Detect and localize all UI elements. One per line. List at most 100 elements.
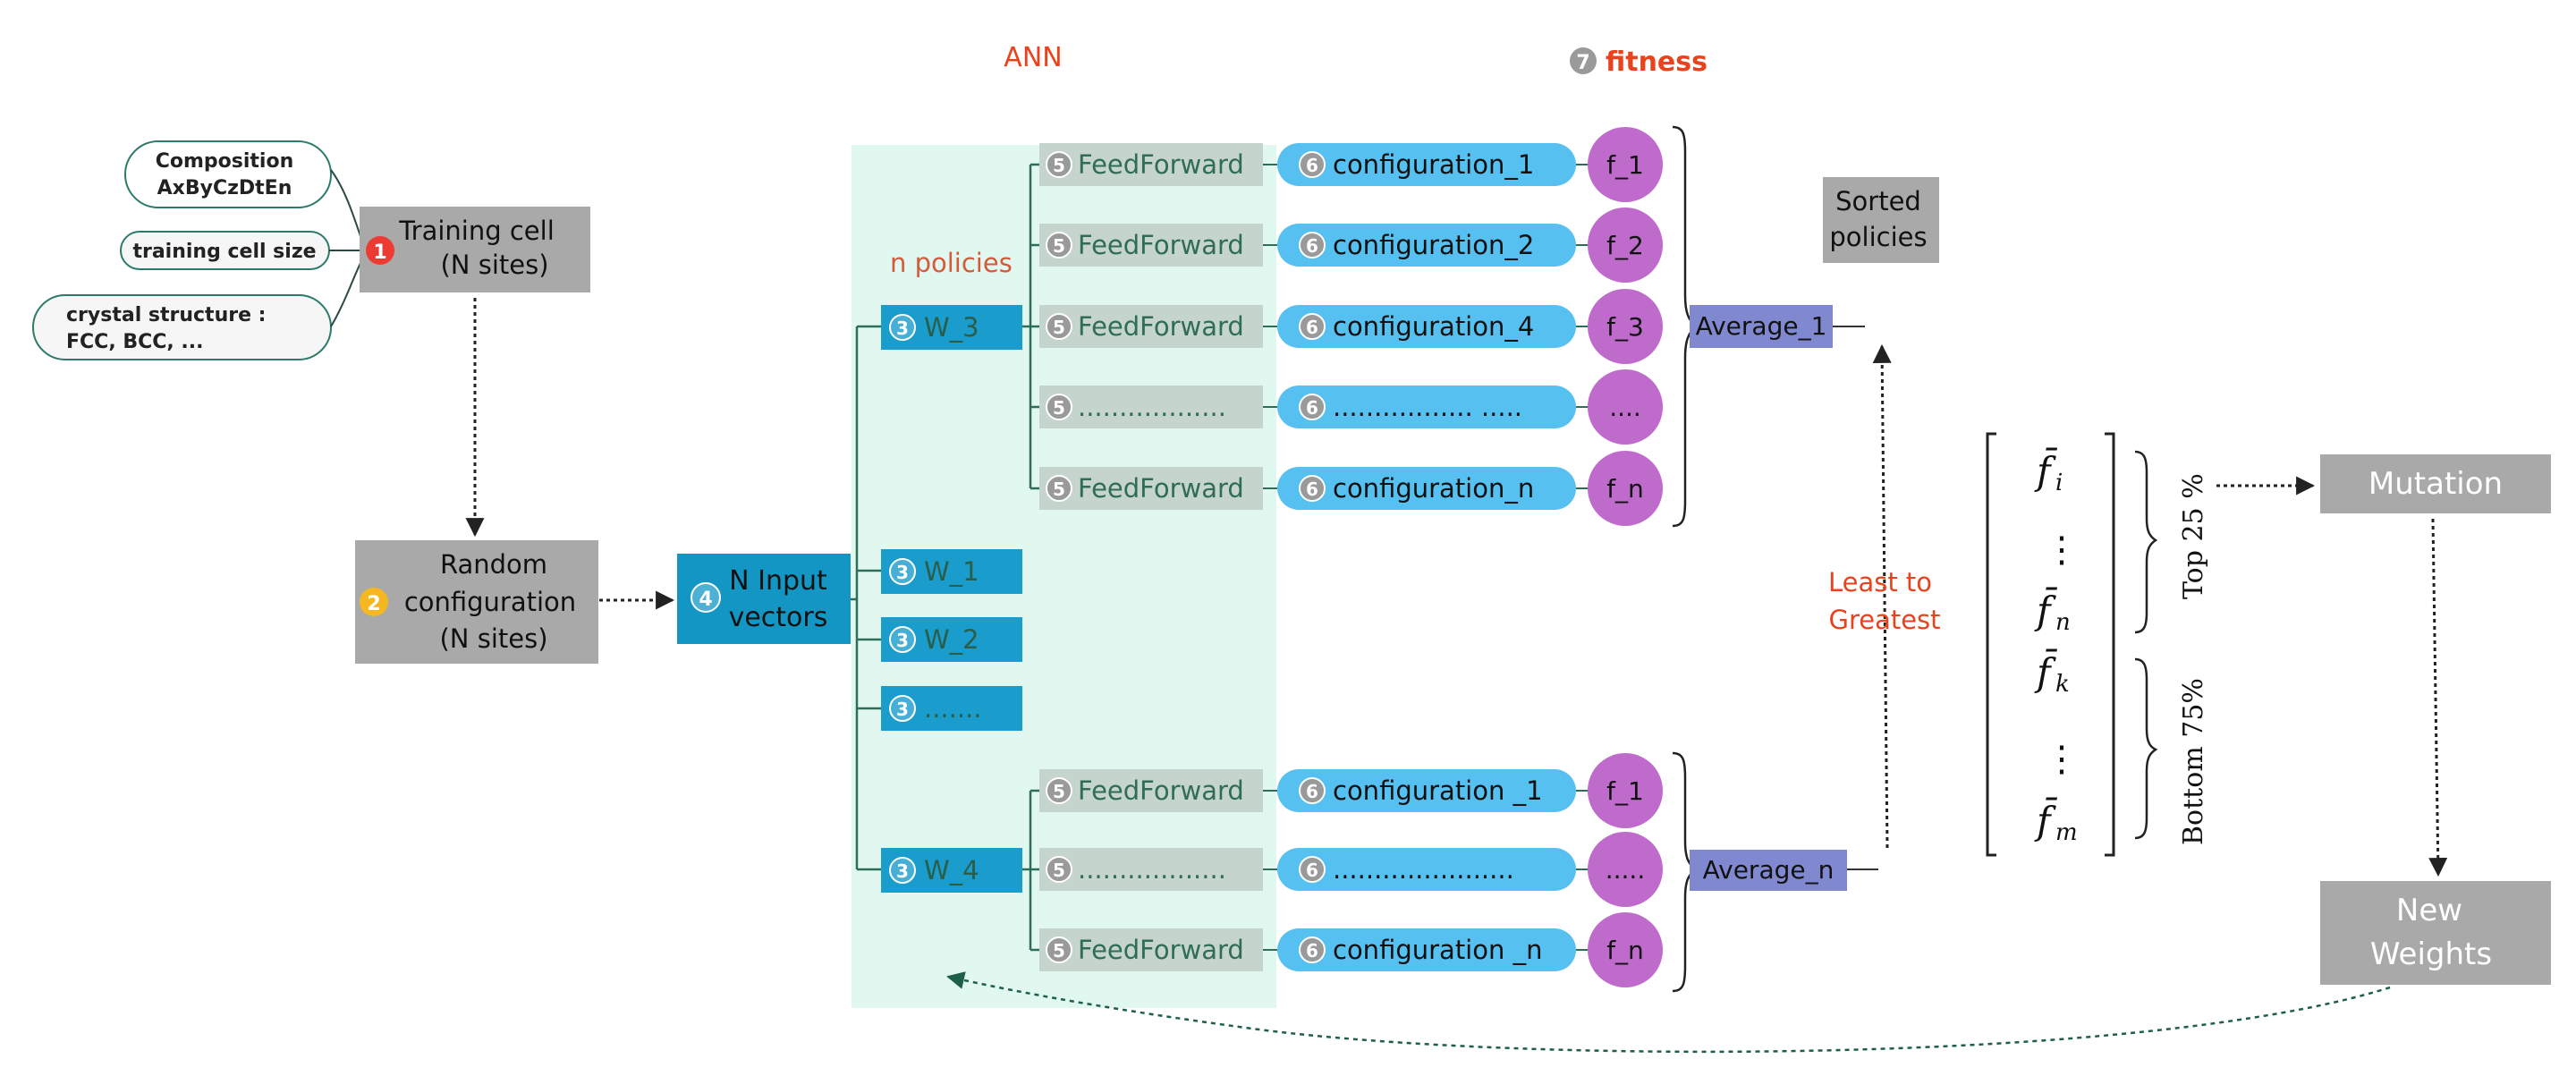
f-k-subscript: k [2055, 671, 2070, 698]
badge-5 [1046, 313, 1072, 340]
badge-1-label: 1 [373, 241, 386, 264]
f-m-symbol: f̄ [2034, 796, 2058, 843]
random-line1: Random [440, 549, 547, 580]
fitness-header: 7 fitness [1570, 47, 1707, 78]
random-configuration-box: 2 Random configuration (N sites) [355, 540, 598, 664]
fitness-label: ..... [1606, 855, 1646, 885]
badge-5-label: 5 [1053, 479, 1065, 500]
configuration-label: configuration _1 [1333, 775, 1543, 806]
fitness-label: f_3 [1606, 312, 1644, 342]
weight-box: 3....... [881, 686, 1022, 731]
feedforward-label: .................. [1078, 854, 1226, 885]
f-i-subscript: i [2055, 470, 2063, 496]
badge-2-label: 2 [367, 593, 380, 615]
badge-5 [1046, 856, 1072, 883]
fitness-circle: f_3 [1588, 289, 1663, 364]
feedback-arrow [946, 971, 2391, 1054]
pill-connector [329, 169, 363, 327]
feedforward-box: 5 FeedForward [1039, 467, 1263, 510]
sorted-policies-box: Sorted policies [1823, 177, 1939, 263]
configuration-pill: 6................. ..... [1277, 385, 1576, 428]
badge-6-label: 6 [1306, 155, 1318, 176]
training-cell-box: 1 Training cell (N sites) [360, 207, 590, 292]
fitness-label: f_1 [1606, 150, 1644, 180]
weights-tree [851, 325, 881, 871]
new-weights-line1: New [2396, 893, 2462, 928]
vdots-top: ⋮ [2044, 530, 2080, 571]
input-line1: N Input [729, 565, 827, 597]
fitness-label: f_n [1606, 474, 1644, 504]
configuration-label: configuration_2 [1333, 230, 1534, 260]
n-policies-label: n policies [890, 248, 1013, 278]
badge-3 [889, 626, 916, 653]
configuration-label: configuration_n [1333, 473, 1534, 504]
average-n-box: Average_n [1690, 850, 1847, 891]
cell-size-pill: training cell size [120, 231, 330, 270]
fitness-circle: f_n [1588, 912, 1663, 987]
weight-label: W_4 [924, 855, 979, 885]
crystal-pill: crystal structure : FCC, BCC, ... [32, 294, 332, 360]
feedforward-label: .................. [1078, 392, 1226, 422]
fitness-circle: ..... [1588, 832, 1663, 907]
f-k-symbol: f̄ [2034, 648, 2058, 694]
f-m-entry: f̄ m [2034, 796, 2078, 846]
badge-6 [1299, 313, 1326, 340]
badge-3 [889, 558, 916, 585]
badge-3 [889, 314, 916, 341]
badge-5-label: 5 [1053, 860, 1065, 881]
mutation-label: Mutation [2368, 466, 2503, 502]
badge-7 [1570, 47, 1597, 74]
badge-6-label: 6 [1306, 317, 1318, 338]
badge-3-label: 3 [896, 630, 909, 651]
badge-3 [889, 695, 916, 722]
average-1-label: Average_1 [1696, 311, 1827, 341]
badge-5 [1046, 777, 1072, 804]
random-line3: (N sites) [439, 623, 547, 654]
feedforward-label: FeedForward [1078, 473, 1244, 504]
feedforward-box: 5.................. [1039, 385, 1263, 428]
input-vectors-box: 4 N Input vectors [677, 554, 851, 644]
vdots-bottom: ⋮ [2044, 739, 2080, 780]
composition-line1: Composition [156, 150, 294, 173]
top-ff-tree [1022, 163, 1039, 490]
configuration-label: ................. ..... [1333, 392, 1522, 422]
new-weights-line2: Weights [2370, 936, 2492, 972]
badge-6 [1299, 232, 1326, 258]
policy-row: 5.................. 6....................… [1039, 832, 1663, 907]
feedforward-label: FeedForward [1078, 311, 1244, 342]
bottom-ff-tree [1022, 789, 1039, 952]
bottom-75-label: Bottom 75% [2178, 678, 2209, 845]
ann-title: ANN [1004, 42, 1062, 73]
badge-6-label: 6 [1306, 781, 1318, 802]
training-line2: (N sites) [440, 250, 548, 280]
feedforward-box: 5.................. [1039, 848, 1263, 891]
f-m-subscript: m [2055, 819, 2078, 846]
bottom-group-brace [2134, 657, 2158, 840]
badge-7-label: 7 [1576, 52, 1589, 74]
fitness-label: .... [1609, 393, 1641, 422]
badge-6 [1299, 856, 1326, 883]
badge-3-label: 3 [896, 699, 909, 720]
composition-line2: AxByCzDtEn [157, 177, 292, 199]
badge-6-label: 6 [1306, 860, 1318, 881]
badge-3 [889, 857, 916, 884]
weight-label: W_3 [924, 312, 979, 343]
mutation-box: Mutation [2320, 454, 2551, 513]
sorted-line1: Sorted [1835, 186, 1921, 216]
weight-label: ....... [924, 693, 982, 724]
top-25-label: Top 25 % [2178, 473, 2209, 599]
policy-row: 5.................. 6................. ..… [1039, 369, 1663, 445]
badge-6 [1299, 777, 1326, 804]
